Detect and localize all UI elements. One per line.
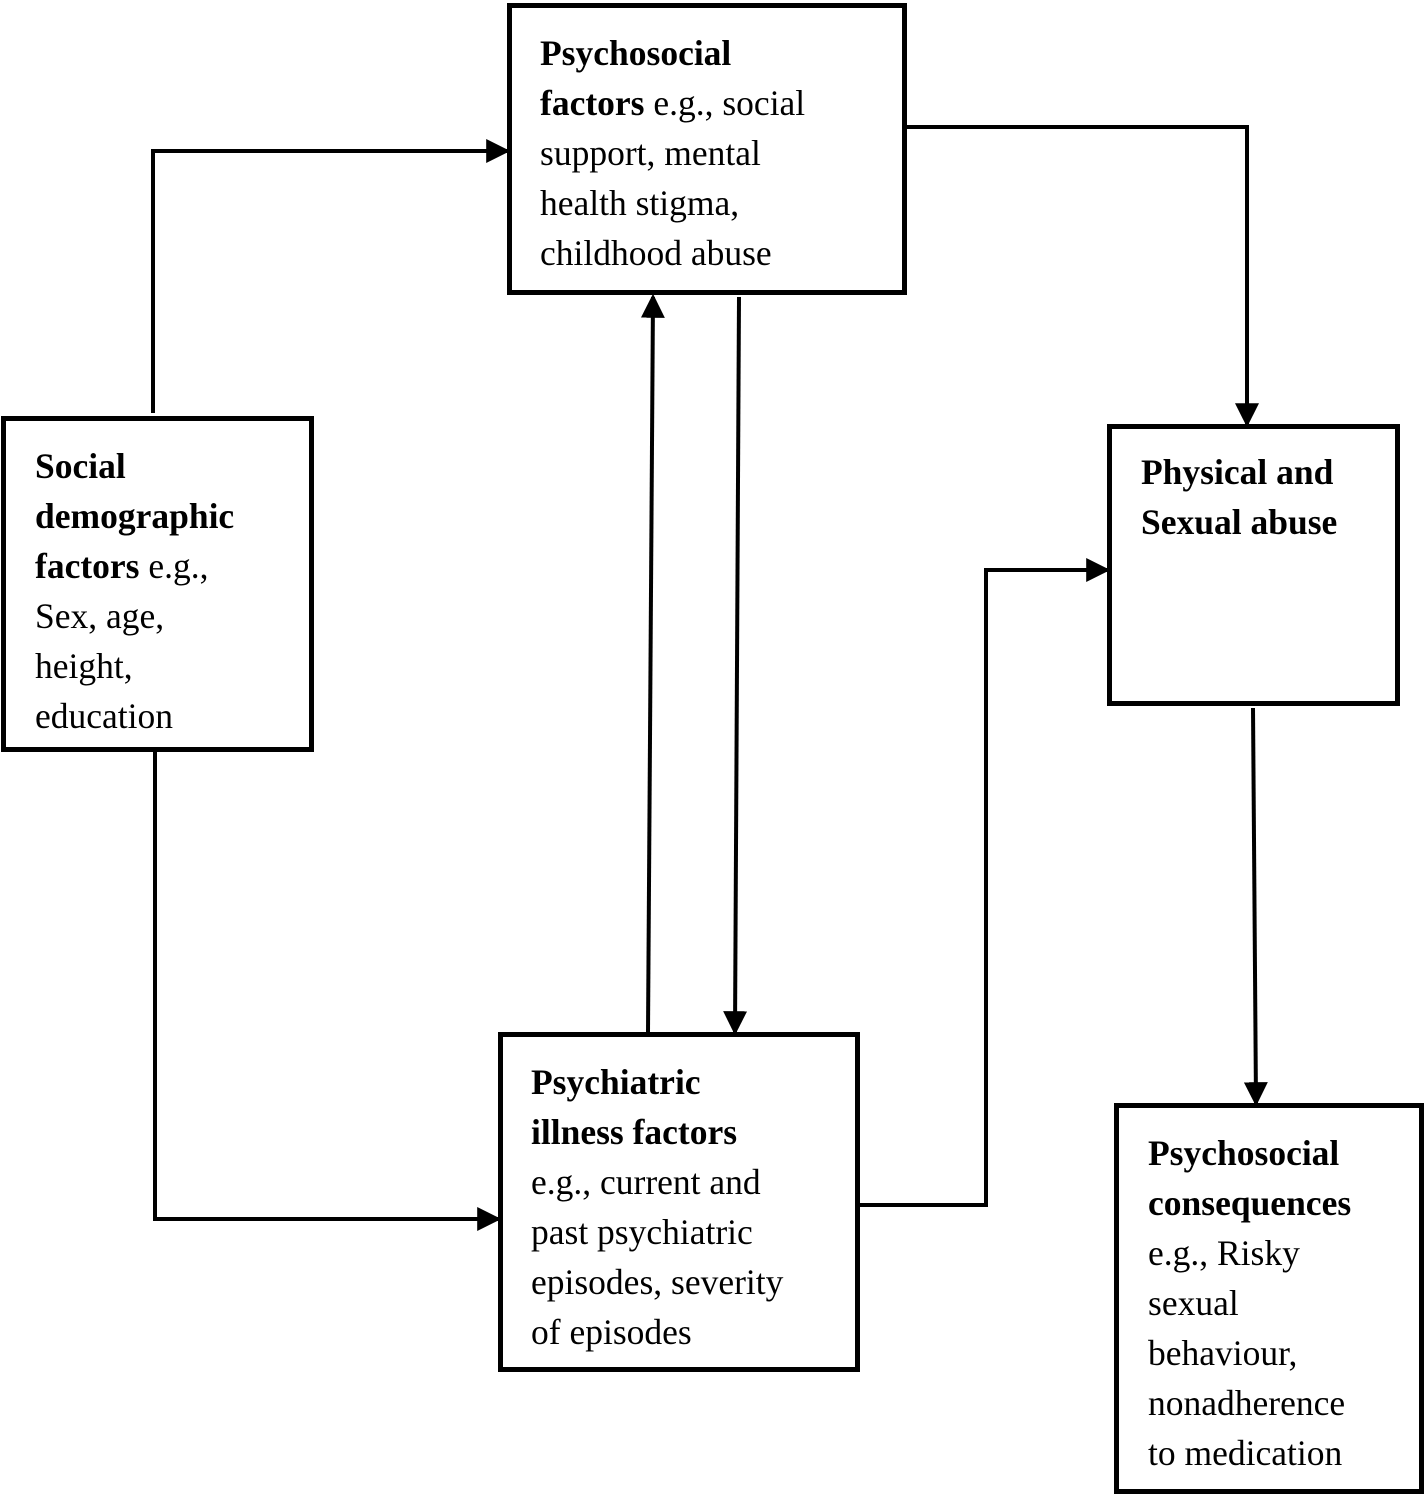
node-physical-sexual-abuse: Physical and Sexual abuse [1107,424,1400,706]
node-description: e.g., Sex, age, height, education [35,546,209,736]
node-title: Psychiatric illness factors [531,1062,738,1152]
node-psychiatric-illness-factors: Psychiatric illness factors e.g., curren… [498,1032,860,1372]
node-psychosocial-factors: Psychosocial factors e.g., social suppor… [507,3,907,295]
node-title: Physical and Sexual abuse [1141,452,1338,542]
edge-psychosocial-factors-to-psychiatric-illness [723,296,748,1036]
node-title: Social demographic factors [35,446,235,586]
edge-psychiatric-illness-to-psychosocial-factors [640,293,665,1033]
node-title: Psychosocial consequences [1148,1133,1352,1223]
node-description: e.g., current and past psychiatric episo… [531,1162,784,1352]
edge-psychosocial-factors-to-physical-sexual-abuse [900,125,1259,428]
node-title: Psychosocial factors [540,33,732,123]
edge-psychiatric-illness-to-physical-sexual-abuse [860,558,1111,1207]
node-psychosocial-consequences: Psychosocial consequences e.g., Risky se… [1114,1103,1424,1494]
node-social-demographic-factors: Social demographic factors e.g., Sex, ag… [1,416,314,752]
node-description: e.g., social support, mental health stig… [540,83,806,273]
edge-social-demographic-to-psychiatric-illness [153,745,502,1231]
node-description: e.g., Risky sexual behaviour, nonadheren… [1148,1233,1346,1473]
edge-social-demographic-to-psychosocial-factors [151,139,511,413]
edge-physical-sexual-abuse-to-psychosocial-consequences [1243,707,1268,1107]
